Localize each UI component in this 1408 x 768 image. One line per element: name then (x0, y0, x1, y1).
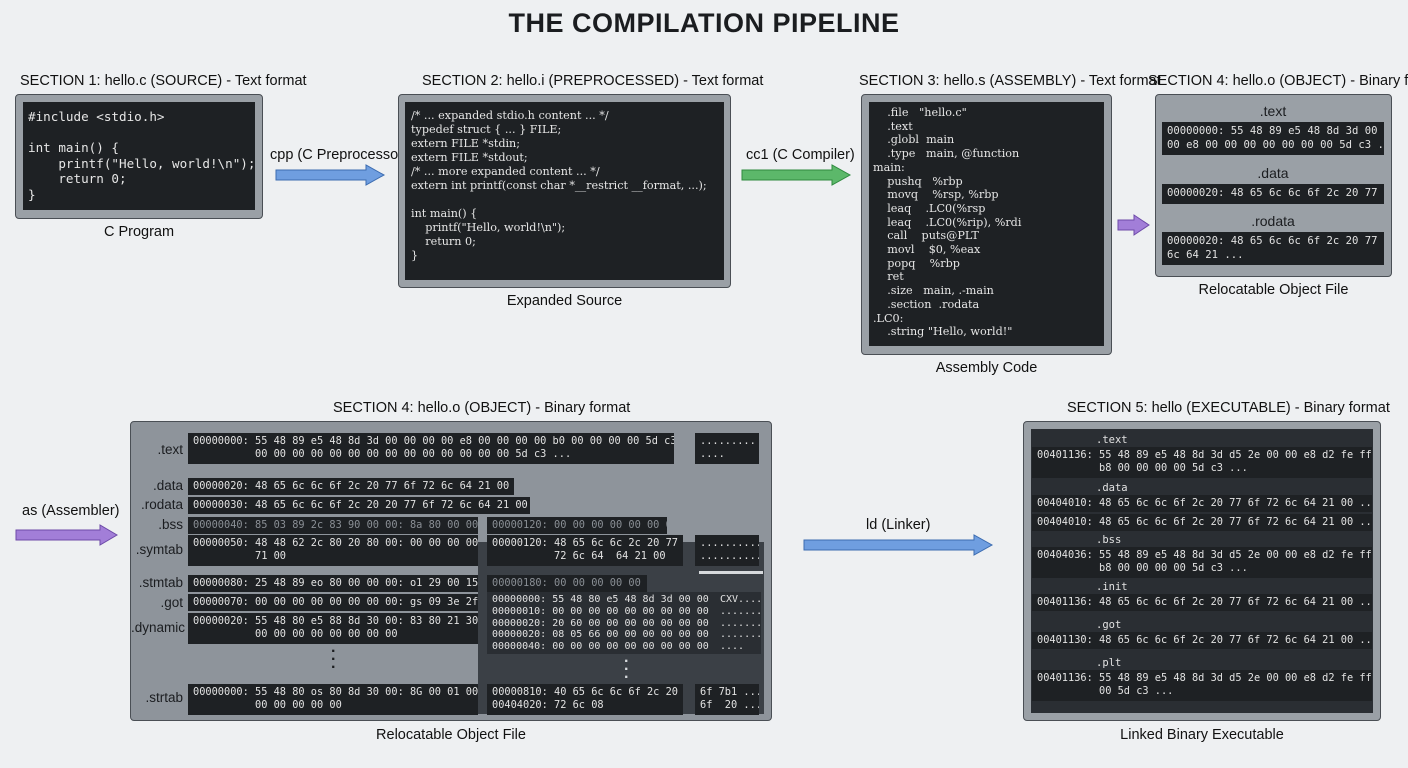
bss-hex-row: 00000040: 85 03 89 2c 83 90 00 00: 8a 80… (188, 517, 478, 534)
section-2-caption: Expanded Source (506, 293, 623, 309)
symtab-hex-row: 00000050: 48 48 62 2c 80 20 80 00: 00 00… (188, 535, 478, 566)
rodata-section-name: .rodata (1251, 213, 1295, 229)
ellipsis-dots-left: · · · (331, 643, 337, 676)
seg-rodata: .rodata (140, 497, 183, 512)
data-section-name: .data (1257, 165, 1289, 181)
data-section-hex: 00000020: 48 65 6c 6c 6f 2c 20 77 6f 67 (1162, 184, 1384, 204)
right-hex-ascii: CXV.... ....... ....... ....... .... (715, 592, 761, 654)
exe-bss-hex: 00404036: 55 48 89 e5 48 8d 3d d5 2e 00 … (1032, 547, 1372, 578)
object-file-panel-small: .text 00000000: 55 48 89 e5 48 8d 3d 00 … (1155, 94, 1392, 277)
ellipsis-dots-right: · · · (624, 653, 630, 686)
exe-seg-got: .got (1096, 619, 1122, 631)
strtab-ascii: 6f 7b1 ... 6f 20 ... (695, 684, 759, 715)
as-arrow (15, 524, 118, 546)
separator-line (699, 571, 763, 574)
section-4-big-caption: Relocatable Object File (376, 727, 526, 743)
cpp-arrow-label: cpp (C Preprocessor) (270, 147, 408, 163)
text-ascii: ......... .... (695, 433, 759, 464)
seg-strtab: .strtab (145, 690, 183, 705)
symtab-ascii: .......... .......... (695, 535, 759, 566)
text-hex-row: 00000000: 55 48 89 e5 48 8d 3d 00 00 00 … (188, 433, 674, 464)
exe-seg-bss: .bss (1096, 534, 1122, 546)
stmtab-hex-row-2: 00000180: 00 00 00 00 00 00 (487, 575, 647, 592)
page-title: THE COMPILATION PIPELINE (508, 8, 900, 38)
seg-text: .text (157, 442, 183, 457)
section-4-big-label: SECTION 4: hello.o (OBJECT) - Binary for… (333, 400, 631, 416)
right-hex-block: 00000000: 55 48 80 e5 48 8d 3d 00 00 00 … (487, 592, 715, 654)
section-1-caption: C Program (103, 224, 175, 240)
exe-init-hex: 00401136: 48 65 6c 6c 6f 2c 20 77 6f 72 … (1032, 594, 1372, 611)
cpp-arrow (275, 164, 386, 186)
ld-arrow-label: ld (Linker) (866, 517, 931, 533)
seg-dynamic: .dynamic (131, 620, 186, 635)
rodata-hex-row: 00000030: 48 65 6c 6c 6f 2c 20 20 77 6f … (188, 497, 530, 514)
section-3-caption: Assembly Code (935, 360, 1038, 376)
source-code-panel: #include <stdio.h> int main() { printf("… (15, 94, 263, 219)
stmtab-hex-row: 00000080: 25 48 89 eo 80 00 00 00: o1 29… (188, 575, 478, 592)
assembly-code-panel: .file "hello.c" .text .globl main .type … (861, 94, 1112, 355)
section-1-label: SECTION 1: hello.c (SOURCE) - Text forma… (20, 73, 307, 89)
assembly-code: .file "hello.c" .text .globl main .type … (869, 102, 1104, 346)
exe-seg-data: .data (1096, 482, 1128, 494)
seg-data: .data (152, 478, 183, 493)
text-section-name: .text (1259, 103, 1287, 119)
object-file-panel-big: .text .data .rodata .bss .symtab .stmtab… (130, 421, 772, 721)
dynamic-hex-row: 00000020: 55 48 80 e5 88 8d 30 00: 83 80… (188, 613, 478, 644)
exe-seg-plt: .plt (1096, 657, 1122, 669)
rodata-section-hex: 00000020: 48 65 6c 6c 6f 2c 20 77 72 6c … (1162, 232, 1384, 265)
exe-seg-text: .text (1096, 434, 1128, 446)
section-5-caption: Linked Binary Executable (1120, 727, 1284, 743)
seg-stmtab: .stmtab (138, 575, 183, 590)
bss-hex-row-2: 00000120: 00 00 00 00 00 00 00 (487, 517, 667, 534)
preprocessed-code-panel: /* ... expanded stdio.h content ... */ t… (398, 94, 731, 288)
section-4-top-label: SECTION 4: hello.o (OBJECT) - Binary for… (1148, 73, 1408, 89)
exe-data-hex-2: 00404010: 48 65 6c 6c 6f 2c 20 77 6f 72 … (1032, 514, 1372, 531)
strtab-hex-row-2: 00000810: 40 65 6c 6c 6f 2c 20 77 004040… (487, 684, 683, 715)
seg-symtab: .symtab (135, 542, 183, 557)
section-3-label: SECTION 3: hello.s (ASSEMBLY) - Text for… (859, 73, 1161, 89)
text-section-hex: 00000000: 55 48 89 e5 48 8d 3d 00 00 00 … (1162, 122, 1384, 155)
got-hex-row: 00000070: 00 00 00 00 00 00 00 00: gs 09… (188, 594, 478, 611)
exe-plt-hex: 00401136: 55 48 89 e5 48 8d 3d d5 2e 00 … (1032, 670, 1372, 701)
cc1-arrow-label: cc1 (C Compiler) (746, 147, 855, 163)
strtab-hex-row: 00000000: 55 48 80 os 80 8d 30 00: 8G 00… (188, 684, 478, 715)
section-4-top-caption: Relocatable Object File (1198, 282, 1349, 298)
object-arrow (1117, 214, 1150, 236)
seg-got: .got (160, 595, 183, 610)
exe-seg-init: .init (1096, 581, 1128, 593)
exe-got-hex: 00401130: 48 65 6c 6c 6f 2c 20 77 6f 72 … (1032, 632, 1372, 649)
as-arrow-label: as (Assembler) (22, 503, 120, 519)
section-2-label: SECTION 2: hello.i (PREPROCESSED) - Text… (422, 73, 764, 89)
seg-bss: .bss (158, 517, 183, 532)
section-5-label: SECTION 5: hello (EXECUTABLE) - Binary f… (1067, 400, 1390, 416)
exe-text-hex: 00401136: 55 48 89 e5 48 8d 3d d5 2e 00 … (1032, 447, 1372, 478)
data-hex-row: 00000020: 48 65 6c 6c 6f 2c 20 77 6f 72 … (188, 478, 514, 495)
source-code: #include <stdio.h> int main() { printf("… (23, 102, 255, 210)
executable-panel: .text 00401136: 55 48 89 e5 48 8d 3d d5 … (1023, 421, 1381, 721)
ld-arrow (803, 534, 994, 556)
preprocessed-code: /* ... expanded stdio.h content ... */ t… (405, 102, 724, 280)
symtab-hex-row-2: 00000120: 48 65 6c 6c 2c 20 77 7f 72 6c … (487, 535, 683, 566)
cc1-arrow (741, 164, 852, 186)
exe-data-hex: 00404010: 48 65 6c 6c 6f 2c 20 77 6f 72 … (1032, 495, 1372, 512)
